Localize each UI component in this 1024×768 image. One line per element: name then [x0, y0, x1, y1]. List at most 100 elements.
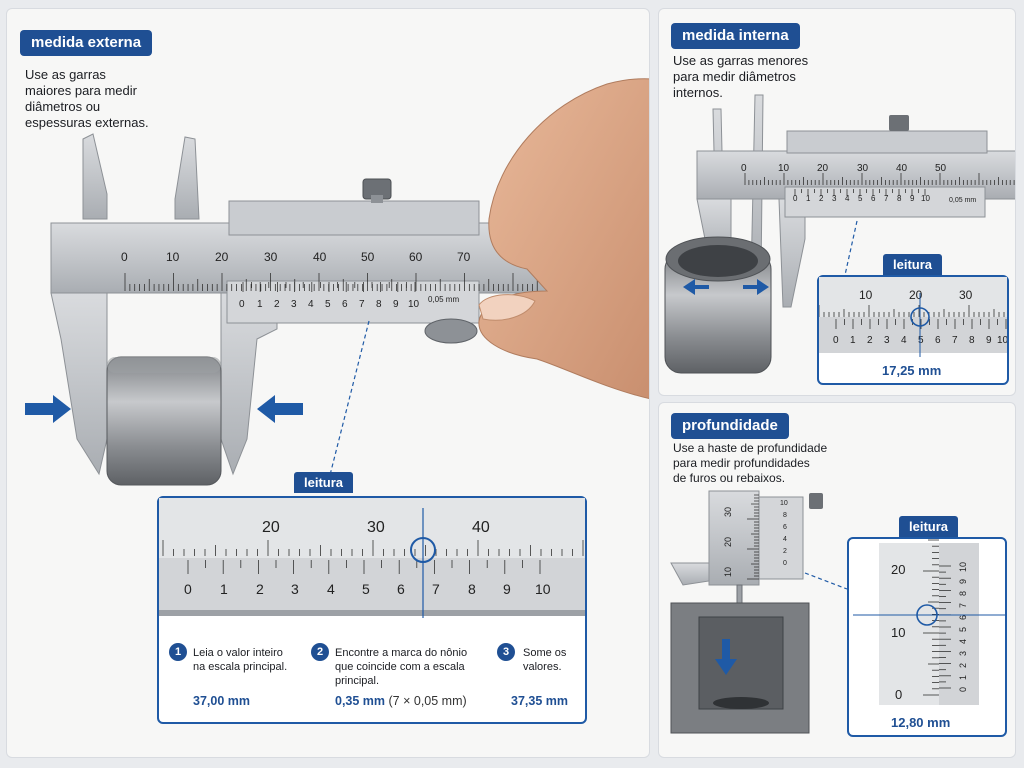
ext-zoom-ver-label: 3	[291, 581, 299, 597]
depth-arrow	[715, 639, 737, 675]
depth-zoom-ver-label: 6	[958, 615, 968, 620]
ext-zoom-ver-label: 7	[432, 581, 440, 597]
int-ver-label: 3	[832, 194, 837, 203]
depth-coincidence-circle	[916, 604, 938, 626]
step-3-text: Some os valores.	[523, 647, 567, 673]
int-ver-label: 7	[884, 194, 889, 203]
step-1-number: 1	[169, 643, 187, 661]
ext-main-label: 40	[313, 250, 327, 264]
ext-zoom-ver-label: 0	[184, 581, 192, 597]
ext-zoom-ver-label: 4	[327, 581, 335, 597]
internal-measure-tag: medida interna	[671, 23, 800, 49]
step-3-number: 3	[497, 643, 515, 661]
ext-ver-label: 8	[376, 299, 382, 310]
ext-zoom-ver-label: 9	[503, 581, 511, 597]
step-2-value-note: (7 × 0,05 mm)	[388, 694, 467, 708]
int-zoom-ver-label: 3	[884, 335, 890, 346]
external-reading-tag: leitura	[294, 472, 354, 493]
int-zoom-main-label: 20	[909, 288, 923, 302]
ext-main-label: 70	[457, 250, 471, 264]
ext-ver-label: 5	[325, 299, 331, 310]
step-2-value: 0,35 mm (7 × 0,05 mm)	[335, 694, 467, 708]
external-measure-description: Use as garras maiores para medir diâmetr…	[25, 67, 149, 130]
depth-zoom-main-label: 0	[895, 687, 902, 702]
ext-zoom-ver-label: 10	[535, 581, 551, 597]
int-main-label: 10	[778, 163, 790, 174]
depth-zoom-scale: 20 10 0 0 1 2 3 4 5 6 7 8 9 10	[853, 539, 1005, 705]
int-zoom-ver-label: 6	[935, 335, 941, 346]
int-zoom-ver-label: 2	[867, 335, 873, 346]
int-ver-label: 5	[858, 194, 863, 203]
internal-reading-tag: leitura	[883, 254, 943, 275]
int-ver-label: 6	[871, 194, 876, 203]
int-ver-label: 1	[806, 194, 811, 203]
int-zoom-ver-label: 0	[833, 335, 839, 346]
int-main-label: 30	[857, 163, 869, 174]
depth-zoom-ver-label: 9	[958, 579, 968, 584]
ext-ver-label: 9	[393, 299, 399, 310]
ext-main-label: 10	[166, 250, 180, 264]
caliper-internal-illustration: 0 10 20 30 40 50 0 1 2 3 4 5 6 7 8 9 10 …	[664, 94, 1015, 374]
depth-scale-label: 20	[723, 537, 733, 547]
ext-ver-label: 7	[359, 299, 365, 310]
depth-ver-label: 4	[783, 536, 787, 543]
int-zoom-ver-label: 8	[969, 335, 975, 346]
step-1-text: Leia o valor inteiro na escala principal…	[193, 647, 288, 673]
depth-ver-label: 2	[783, 548, 787, 555]
right-compression-arrow	[257, 395, 303, 423]
depth-zoom-ver-label: 2	[958, 663, 968, 668]
ext-ver-label: 2	[274, 299, 280, 310]
int-main-label: 50	[935, 163, 947, 174]
ext-zoom-main-label: 30	[367, 519, 385, 536]
step-1-value: 37,00 mm	[193, 694, 250, 708]
depth-zoom-ver-label: 0	[958, 687, 968, 692]
internal-measure-panel: medida interna Use as garras menores par…	[658, 8, 1016, 396]
depth-zoom-main-label: 10	[891, 625, 905, 640]
coincidence-circle	[410, 537, 436, 563]
depth-reading-tag: leitura	[899, 516, 959, 537]
internal-measure-description: Use as garras menores para medir diâmetr…	[673, 53, 809, 100]
int-ver-label: 2	[819, 194, 824, 203]
internal-reading-value: 17,25 mm	[882, 363, 942, 378]
int-main-label: 20	[817, 163, 829, 174]
internal-zoom-scale: 10 20 30 0 1 2 3 4 5 6 7 8 9 10	[819, 277, 1007, 357]
ext-zoom-ver-label: 1	[220, 581, 228, 597]
depth-reading-value: 12,80 mm	[891, 715, 951, 730]
ext-main-label: 20	[215, 250, 229, 264]
caliper-depth-illustration: 30 20 10 0 2 4 6 8 10	[670, 490, 848, 734]
ext-main-label: 50	[361, 250, 375, 264]
depth-scale-label: 30	[723, 507, 733, 517]
ext-ver-label: 4	[308, 299, 314, 310]
ext-main-label: 30	[264, 250, 278, 264]
ext-zoom-main-label: 20	[262, 519, 280, 536]
depth-zoom-ver-label: 5	[958, 627, 968, 632]
depth-ver-label: 0	[783, 560, 787, 567]
external-main-scale-ticks	[124, 273, 538, 291]
int-ver-label: 0	[793, 194, 798, 203]
step-2-number: 2	[311, 643, 329, 661]
int-zoom-ver-label: 9	[986, 335, 992, 346]
ext-main-label: 60	[409, 250, 423, 264]
depth-ver-label: 6	[783, 524, 787, 531]
external-vernier-ticks	[242, 282, 416, 292]
depth-zoom-main-label: 20	[891, 562, 905, 577]
ext-ver-label: 3	[291, 299, 297, 310]
depth-measure-description: Use a haste de profundidade para medir p…	[673, 441, 828, 485]
int-ver-label: 10	[921, 194, 930, 203]
depth-zoom-ver-label: 8	[958, 591, 968, 596]
ext-zoom-ver-label: 5	[362, 581, 370, 597]
caliper-external-illustration: 0 10 20 30 40 50 60 70 80 mm 0 1 2 3 4 5…	[25, 78, 649, 486]
depth-zoom-ver-label: 7	[958, 603, 968, 608]
external-zoom-scale: 20 30 40 0 1 2 3 4 5 6 7 8 9 10	[159, 498, 585, 618]
int-ver-unit: 0,05 mm	[949, 197, 976, 204]
ext-ver-label: 1	[257, 299, 263, 310]
depth-measure-panel: profundidade Use a haste de profundidade…	[658, 402, 1016, 758]
external-vernier-labels: 0 1 2 3 4 5 6 7 8 9 10 0,05 mm	[239, 295, 459, 310]
external-reading-box: 20 30 40 0 1 2 3 4 5 6 7 8 9 10 1 Leia o…	[157, 496, 587, 724]
depth-zoom-ver-label: 4	[958, 639, 968, 644]
int-zoom-ver-label: 5	[918, 335, 924, 346]
ext-zoom-main-label: 40	[472, 519, 490, 536]
int-main-label: 0	[741, 163, 747, 174]
depth-scale-label: 10	[723, 567, 733, 577]
int-ver-label: 4	[845, 194, 850, 203]
